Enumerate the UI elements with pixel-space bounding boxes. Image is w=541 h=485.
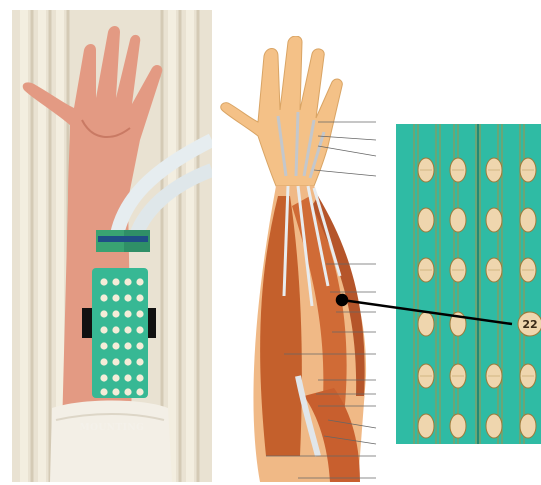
arrow-right-icon	[342, 300, 512, 324]
electrode-number-label: 22	[522, 318, 537, 331]
